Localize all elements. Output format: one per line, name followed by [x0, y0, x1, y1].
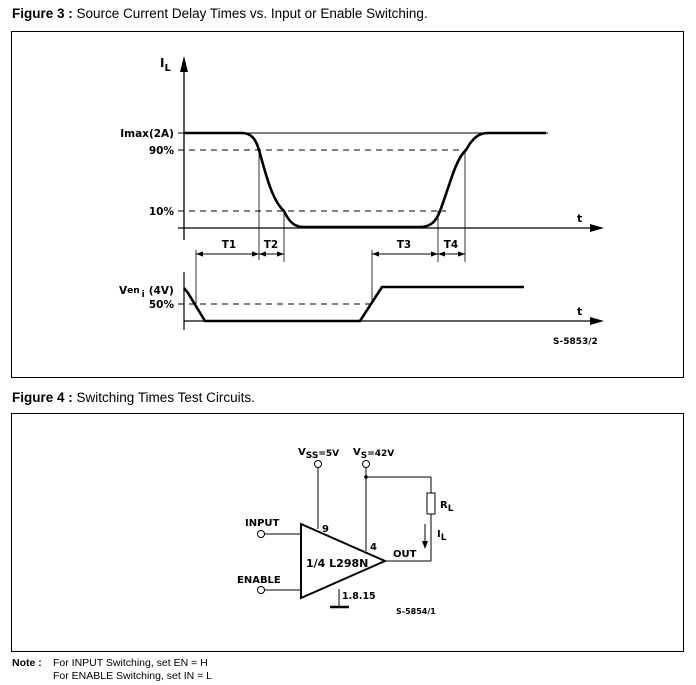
- figure-3-title: Source Current Delay Times vs. Input or …: [76, 6, 428, 21]
- figure-4-ref-code: S-5854/1: [396, 607, 436, 616]
- enable-time-arrow-icon: [590, 317, 604, 325]
- ground-pins-label: 1.8.15: [342, 591, 376, 602]
- load-resistor-icon: [426, 492, 436, 515]
- out-label: OUT: [393, 549, 417, 560]
- vs-terminal: [362, 460, 370, 468]
- figure-3-caption: Figure 3 : Source Current Delay Times vs…: [12, 6, 428, 21]
- t2-label: T2: [264, 239, 278, 251]
- note-text-1: For INPUT Switching, set EN = H: [53, 657, 208, 669]
- y-axis-label: IL: [160, 56, 171, 74]
- note-text-2: For ENABLE Switching, set IN = L: [53, 670, 213, 682]
- figure-3-frame: [11, 31, 684, 378]
- figure-4-title: Switching Times Test Circuits.: [76, 390, 255, 405]
- figure-3-number: Figure 3 :: [12, 6, 73, 21]
- note-line-1: Note : For INPUT Switching, set EN = H: [12, 657, 208, 669]
- current-waveform: [184, 131, 546, 229]
- note-label: Note :: [12, 657, 42, 669]
- figure-3-ref-code: S-5853/2: [553, 337, 598, 347]
- enable-label: ENABLE: [237, 575, 281, 586]
- y-axis-arrow-icon: [180, 56, 188, 72]
- p10-label: 10%: [149, 206, 175, 218]
- figure-4-number: Figure 4 :: [12, 390, 73, 405]
- time-axis-label: t: [577, 212, 582, 225]
- vss-terminal: [314, 460, 322, 468]
- pin-9-label: 9: [322, 524, 329, 535]
- t3-label: T3: [397, 239, 411, 251]
- enable-waveform: [182, 285, 524, 323]
- time-axis-arrow-icon: [590, 224, 604, 232]
- pin-4-label: 4: [370, 542, 377, 553]
- vss-label: VSS=5V: [298, 447, 339, 461]
- figure-4-caption: Figure 4 : Switching Times Test Circuits…: [12, 390, 255, 405]
- t4-label: T4: [444, 239, 458, 251]
- rl-label: RL: [440, 500, 454, 514]
- enable-terminal: [257, 586, 265, 594]
- driver-amplifier-icon: [300, 522, 388, 600]
- input-terminal: [257, 530, 265, 538]
- t1-label: T1: [222, 239, 236, 251]
- figure-4-frame: [11, 413, 684, 652]
- imax-label: Imax(2A): [120, 128, 174, 140]
- enable-time-label: t: [577, 305, 582, 318]
- vs-label: VS=42V: [353, 447, 394, 461]
- p50-label: 50%: [149, 299, 175, 311]
- chip-label: 1/4 L298N: [306, 557, 368, 570]
- il-arrow-icon: [422, 541, 428, 549]
- input-label: INPUT: [245, 518, 280, 529]
- p90-label: 90%: [149, 145, 175, 157]
- il-label: IL: [437, 529, 447, 543]
